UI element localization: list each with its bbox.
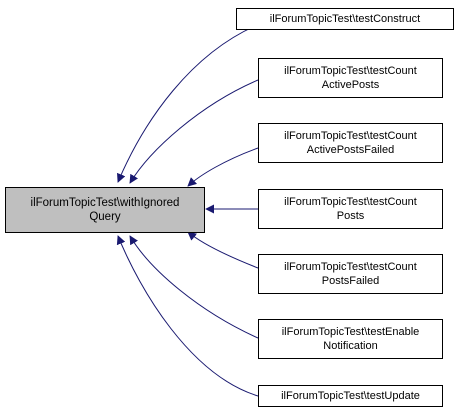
- caller-node-label: ilForumTopicTest\testUpdate: [281, 390, 420, 402]
- caller-node-label-2: ActivePosts: [321, 79, 380, 91]
- caller-node-label: ilForumTopicTest\testCount: [284, 65, 417, 77]
- edge-testcount-activepostsfailed: [187, 147, 259, 187]
- caller-node-testconstruct[interactable]: ilForumTopicTest\testConstruct: [236, 8, 454, 30]
- caller-node-label-2: ActivePostsFailed: [306, 144, 395, 156]
- caller-node-label: ilForumTopicTest\testCount: [284, 196, 417, 208]
- caller-node-label: ilForumTopicTest\testConstruct: [269, 13, 421, 25]
- caller-node-testcount-postsfailed[interactable]: ilForumTopicTest\testCount PostsFailed: [258, 254, 443, 294]
- caller-node-testcount-activepostsfailed[interactable]: ilForumTopicTest\testCount ActivePostsFa…: [258, 123, 443, 163]
- edge-testenable-notification: [129, 235, 259, 339]
- caller-node-label-2: Notification: [323, 340, 378, 352]
- caller-node-label: ilForumTopicTest\testEnable: [281, 326, 420, 338]
- edge-testcount-activeposts: [129, 79, 259, 184]
- edge-testconstruct: [117, 17, 277, 183]
- caller-node-label-2: Posts: [336, 210, 365, 222]
- focus-node-line1: ilForumTopicTest\withIgnored: [30, 197, 180, 209]
- focus-node-withignoredquery[interactable]: ilForumTopicTest\withIgnored Query: [5, 187, 205, 233]
- caller-node-label: ilForumTopicTest\testCount: [284, 261, 417, 273]
- caller-node-testupdate[interactable]: ilForumTopicTest\testUpdate: [258, 385, 443, 407]
- caller-node-testenable-notification[interactable]: ilForumTopicTest\testEnable Notification: [258, 319, 443, 359]
- caller-node-label-2: PostsFailed: [321, 275, 380, 287]
- caller-node-testcount-posts[interactable]: ilForumTopicTest\testCount Posts: [258, 189, 443, 229]
- edge-testcount-postsfailed: [187, 231, 259, 269]
- caller-node-label: ilForumTopicTest\testCount: [284, 130, 417, 142]
- edge-testupdate: [116, 235, 259, 397]
- focus-node-line2: Query: [89, 211, 121, 223]
- caller-node-testcount-activeposts[interactable]: ilForumTopicTest\testCount ActivePosts: [258, 58, 443, 98]
